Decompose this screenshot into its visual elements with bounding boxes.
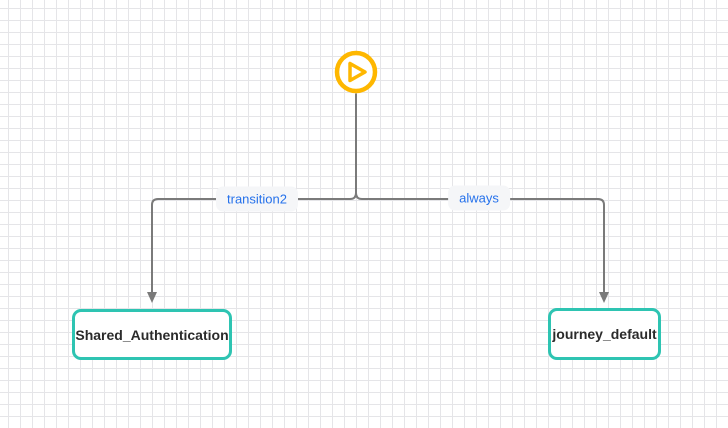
edge-label-always[interactable]: always [448,185,510,211]
start-node[interactable] [333,49,379,95]
node-label: Shared_Authentication [75,326,229,343]
arrowhead-down-icon [599,292,609,303]
arrowhead-down-icon [147,292,157,303]
edge-label-transition2[interactable]: transition2 [216,186,298,212]
play-icon [334,50,378,94]
node-label: journey_default [552,326,657,342]
node-shared-authentication[interactable]: Shared_Authentication [72,309,232,360]
node-journey-default[interactable]: journey_default [548,308,661,360]
